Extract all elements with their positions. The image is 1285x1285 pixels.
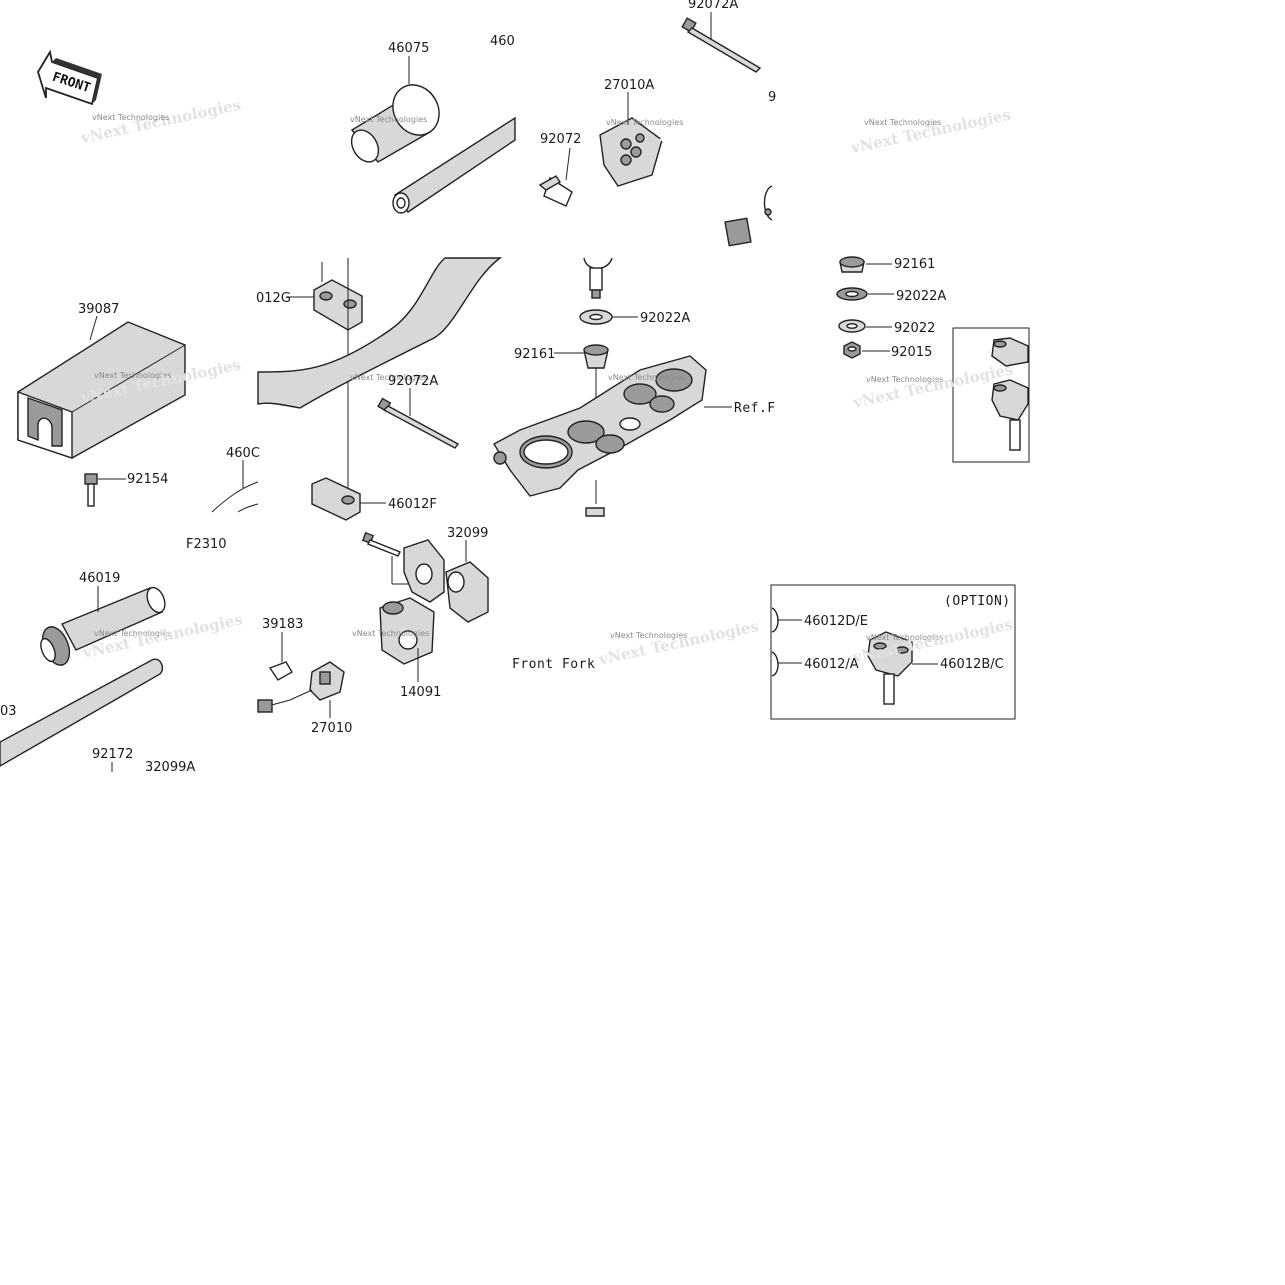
label-92161-right[interactable]: 92161 xyxy=(894,257,935,272)
label-92072[interactable]: 92072 xyxy=(540,132,581,147)
front-direction-arrow: FRONT xyxy=(37,49,102,106)
switch-assembly-27010A[interactable] xyxy=(599,92,752,247)
handlebar-clamp-lower-46012F[interactable] xyxy=(311,477,386,521)
damper-92161-right[interactable] xyxy=(839,256,892,273)
option-box xyxy=(770,584,1016,720)
nut-bottom-bridge[interactable] xyxy=(585,480,605,517)
svg-text:vNext Technologies: vNext Technologies xyxy=(94,629,171,638)
svg-text:vNext Technologies: vNext Technologies xyxy=(608,373,685,382)
throttle-housing-32099[interactable] xyxy=(361,531,489,623)
label-46075[interactable]: 46075 xyxy=(388,41,429,56)
label-46012DE[interactable]: 46012D/E xyxy=(804,614,868,629)
svg-text:vNext Technologies: vNext Technologies xyxy=(92,113,169,122)
label-460-top[interactable]: 460 xyxy=(490,34,515,49)
label-46012A[interactable]: 46012/A xyxy=(804,657,859,672)
clip-39183[interactable] xyxy=(268,632,293,681)
label-27010A[interactable]: 27010A xyxy=(604,78,654,93)
clip-92072[interactable] xyxy=(538,147,573,207)
partial-part-edge xyxy=(763,185,773,221)
washer-92022-right[interactable] xyxy=(838,319,892,333)
label-46012BC[interactable]: 46012B/C xyxy=(940,657,1004,672)
bolt-92154[interactable] xyxy=(84,473,126,507)
svg-text:vNext Technologies: vNext Technologies xyxy=(610,631,687,640)
label-F2310[interactable]: F2310 xyxy=(186,537,227,552)
grip-46075[interactable] xyxy=(346,56,448,167)
label-39087[interactable]: 39087 xyxy=(78,302,119,317)
handlebar-end-partial xyxy=(211,460,259,513)
svg-text:vNext Technologies: vNext Technologies xyxy=(596,617,760,669)
washer-92022A-mid[interactable] xyxy=(579,309,638,325)
handlebar-pipe-top[interactable] xyxy=(392,116,516,214)
part-labels: 46075 460 92072A 27010A 92072 9 39087 01… xyxy=(0,0,1011,775)
label-27010[interactable]: 27010 xyxy=(311,721,352,736)
main-handlebar[interactable] xyxy=(257,257,503,409)
label-012G[interactable]: 012G xyxy=(256,291,291,306)
label-92022-right[interactable]: 92022 xyxy=(894,321,935,336)
label-46012F[interactable]: 46012F xyxy=(388,497,437,512)
label-32099[interactable]: 32099 xyxy=(447,526,488,541)
damper-92161-mid[interactable] xyxy=(554,344,609,398)
svg-text:vNext Technologies: vNext Technologies xyxy=(350,373,427,382)
clamp-46012BC[interactable] xyxy=(867,631,938,705)
ref-label[interactable]: Ref.F xyxy=(734,401,776,416)
label-92161-mid[interactable]: 92161 xyxy=(514,347,555,362)
label-460C[interactable]: 460C xyxy=(226,446,260,461)
label-92072A-top[interactable]: 92072A xyxy=(688,0,738,12)
label-9-cut: 9 xyxy=(768,90,776,105)
svg-text:vNext Technologies: vNext Technologies xyxy=(866,633,943,642)
handlebar-pad-39087[interactable] xyxy=(17,315,186,459)
washer-92022A-right[interactable] xyxy=(836,287,894,301)
svg-text:vNext Technologies: vNext Technologies xyxy=(851,360,1015,412)
label-92015[interactable]: 92015 xyxy=(891,345,932,360)
svg-text:vNext Technologies: vNext Technologies xyxy=(350,115,427,124)
switch-27010[interactable] xyxy=(257,661,345,718)
nut-92015[interactable] xyxy=(843,341,890,359)
label-03: 03 xyxy=(0,704,17,719)
label-92022A-right[interactable]: 92022A xyxy=(896,289,946,304)
stem-bolt-top[interactable] xyxy=(583,257,613,299)
label-92154[interactable]: 92154 xyxy=(127,472,168,487)
cable-tie-92072A-mid[interactable] xyxy=(377,388,460,449)
svg-text:vNext Technologies: vNext Technologies xyxy=(94,371,171,380)
handlebar-pipe-lower[interactable] xyxy=(0,658,164,772)
front-fork-label[interactable]: Front Fork xyxy=(512,657,595,672)
svg-text:vNext Technologies: vNext Technologies xyxy=(848,106,1012,158)
cable-tie-92072A-top[interactable] xyxy=(681,12,762,73)
svg-text:vNext Technologies: vNext Technologies xyxy=(352,629,429,638)
cover-14091[interactable] xyxy=(379,597,435,682)
svg-text:vNext Technologies: vNext Technologies xyxy=(864,118,941,127)
label-92172[interactable]: 92172 xyxy=(92,747,133,762)
label-92022A-mid[interactable]: 92022A xyxy=(640,311,690,326)
svg-text:vNext Technologies: vNext Technologies xyxy=(866,375,943,384)
label-92072A-mid[interactable]: 92072A xyxy=(388,374,438,389)
svg-text:vNext Technologies: vNext Technologies xyxy=(606,118,683,127)
grip-46019[interactable] xyxy=(37,585,168,669)
top-bridge[interactable] xyxy=(493,355,732,497)
option-label: (OPTION) xyxy=(944,594,1011,609)
inset-box-clamps xyxy=(952,327,1030,463)
label-32099A[interactable]: 32099A xyxy=(145,760,195,775)
label-14091[interactable]: 14091 xyxy=(400,685,441,700)
label-39183[interactable]: 39183 xyxy=(262,617,303,632)
label-46019[interactable]: 46019 xyxy=(79,571,120,586)
